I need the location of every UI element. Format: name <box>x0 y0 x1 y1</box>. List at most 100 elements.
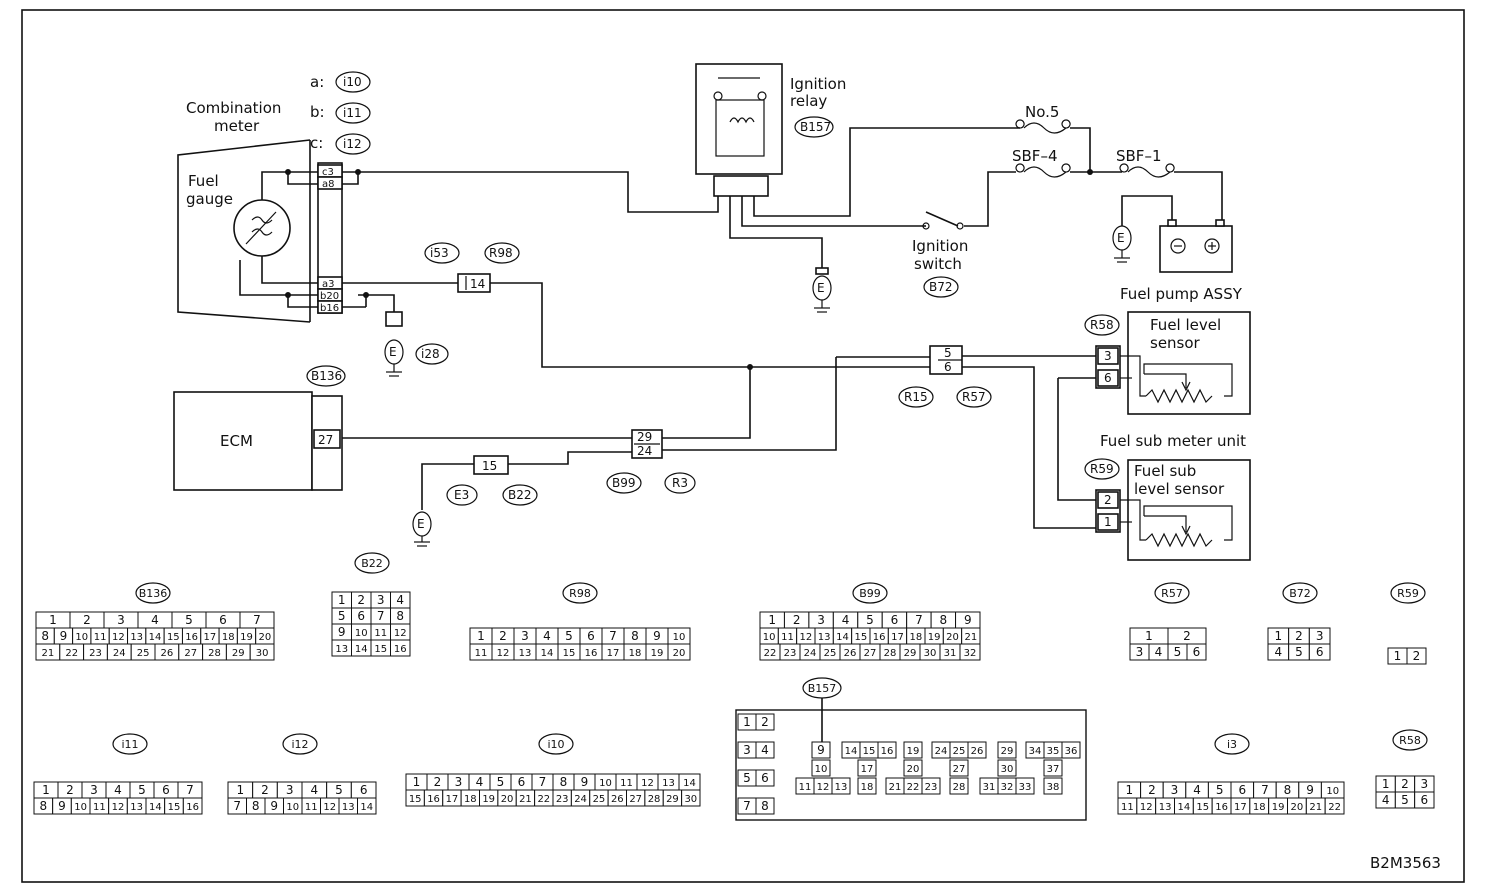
pin-cell: 2 <box>499 629 507 643</box>
pin-cell: 4 <box>761 743 769 757</box>
pin-cell: 15 <box>409 794 422 805</box>
pin-cell: 8 <box>396 609 404 623</box>
pinout-id-i12: i12 <box>291 738 308 751</box>
pin-cell: 4 <box>151 613 159 627</box>
pin-cell: 3 <box>286 783 294 797</box>
pin-cell: 18 <box>222 632 235 643</box>
pin-cell: 9 <box>1306 783 1314 797</box>
fuse-sbf4-icon <box>1015 163 1071 178</box>
pin-cell: 15 <box>863 746 876 757</box>
pin-cell: 5 <box>1174 645 1182 659</box>
pin-cell: 22 <box>907 782 920 793</box>
pin-cell: 8 <box>761 799 769 813</box>
pin-cell: 18 <box>909 632 922 643</box>
pin-cell: 19 <box>907 746 920 757</box>
pin-cell: 7 <box>609 629 617 643</box>
pin-cell: 22 <box>1328 802 1341 813</box>
pin-cell: 14 <box>355 644 368 655</box>
pin-cell: 5 <box>1295 645 1303 659</box>
pin-cell: 6 <box>1193 645 1201 659</box>
pin-cell: 1 <box>743 715 751 729</box>
pin-cell: 25 <box>137 648 150 659</box>
pin-cell: 6 <box>162 783 170 797</box>
pin-cell: 10 <box>75 632 88 643</box>
pin-cell: 8 <box>41 629 49 643</box>
pin-cell: 11 <box>94 632 107 643</box>
ground-ecm: E <box>412 511 432 547</box>
conn-r57-id: R57 <box>962 390 986 404</box>
pin-cell: 5 <box>866 613 874 627</box>
pin-cell: 8 <box>40 799 48 813</box>
fuel-level-sensor-2: sensor <box>1150 334 1201 352</box>
pin-cell: 3 <box>521 629 529 643</box>
pin-cell: 4 <box>1275 645 1283 659</box>
relay-label-1: Ignition <box>790 75 846 93</box>
pin-cell: 5 <box>138 783 146 797</box>
pin-cell: 17 <box>446 794 459 805</box>
pin-cell: 5 <box>497 775 505 789</box>
pin-cell: 33 <box>1019 782 1032 793</box>
pin-cell: 21 <box>889 782 902 793</box>
fuse-sbf1-icon <box>1119 163 1175 178</box>
pin-cell: 1 <box>413 775 421 789</box>
pin-cell: 3 <box>377 593 385 607</box>
fuse-sbf4-label: SBF–4 <box>1012 147 1057 165</box>
pin-cell: 6 <box>891 613 899 627</box>
pin-cell: 12 <box>641 778 654 789</box>
pin-cell: 10 <box>673 632 686 643</box>
pin-cell: 20 <box>1291 802 1304 813</box>
pin-cell: 16 <box>881 746 894 757</box>
pin-cell: 27 <box>864 648 877 659</box>
pin-cell: 12 <box>1140 802 1153 813</box>
pin-cell: 5 <box>338 609 346 623</box>
pin-cell: 1 <box>49 613 57 627</box>
pin-cell: 4 <box>1193 783 1201 797</box>
conn-r3-id: R3 <box>672 476 688 490</box>
pinout-id-R59: R59 <box>1397 587 1419 600</box>
pin-cell: 8 <box>1284 783 1292 797</box>
pin-cell: 24 <box>574 794 587 805</box>
conn-r98-id: R98 <box>489 246 513 260</box>
pin-cell: 9 <box>58 799 66 813</box>
pin-cell: 28 <box>953 782 966 793</box>
pin-cell: 15 <box>167 632 180 643</box>
pin-cell: 5 <box>335 783 343 797</box>
pin-cell: 9 <box>817 743 825 757</box>
diagram-frame <box>21 9 1465 883</box>
conn-b-label: b: <box>310 103 325 121</box>
ign-switch-id: B72 <box>929 280 953 294</box>
pin-cell: 16 <box>427 794 440 805</box>
fuel-sub-sensor-2: level sensor <box>1134 480 1225 498</box>
pin-cell: 21 <box>42 648 55 659</box>
pin-cell: 1 <box>768 613 776 627</box>
fuel-sub-sensor-1: Fuel sub <box>1134 462 1196 480</box>
fuel-pump-assy: Fuel pump ASSY Fuel level sensor R58 3 6 <box>1084 285 1251 415</box>
pin-cell: 29 <box>666 794 679 805</box>
pin-cell: 14 <box>360 802 373 813</box>
pin-cell: 6 <box>1421 793 1429 807</box>
pin-cell: 4 <box>476 775 484 789</box>
pin-cell: 3 <box>90 783 98 797</box>
pin-cell: 19 <box>240 632 253 643</box>
fuel-gauge-icon <box>233 199 291 257</box>
pin-cell: 1 <box>1125 783 1133 797</box>
fuse-sbf1-label: SBF–1 <box>1116 147 1161 165</box>
conn-a-id: i10 <box>343 75 362 89</box>
ign-switch-label-2: switch <box>914 255 962 273</box>
meter-pin-a8: a8 <box>322 179 335 190</box>
pinout-id-B99: B99 <box>859 587 881 600</box>
pin-cell: 4 <box>114 783 122 797</box>
pin-cell: 16 <box>873 632 886 643</box>
pin-cell: 19 <box>1272 802 1285 813</box>
ecm: ECM 27 B136 <box>173 365 346 491</box>
pin-cell: 8 <box>252 799 260 813</box>
pin-cell: 12 <box>799 632 812 643</box>
pin-cell: 14 <box>149 802 162 813</box>
pin-cell: 25 <box>824 648 837 659</box>
pin-cell: 16 <box>394 644 407 655</box>
pin-cell: 4 <box>396 593 404 607</box>
pin-cell: 27 <box>629 794 642 805</box>
pinout-id-i11: i11 <box>121 738 138 751</box>
pin-cell: 26 <box>611 794 624 805</box>
